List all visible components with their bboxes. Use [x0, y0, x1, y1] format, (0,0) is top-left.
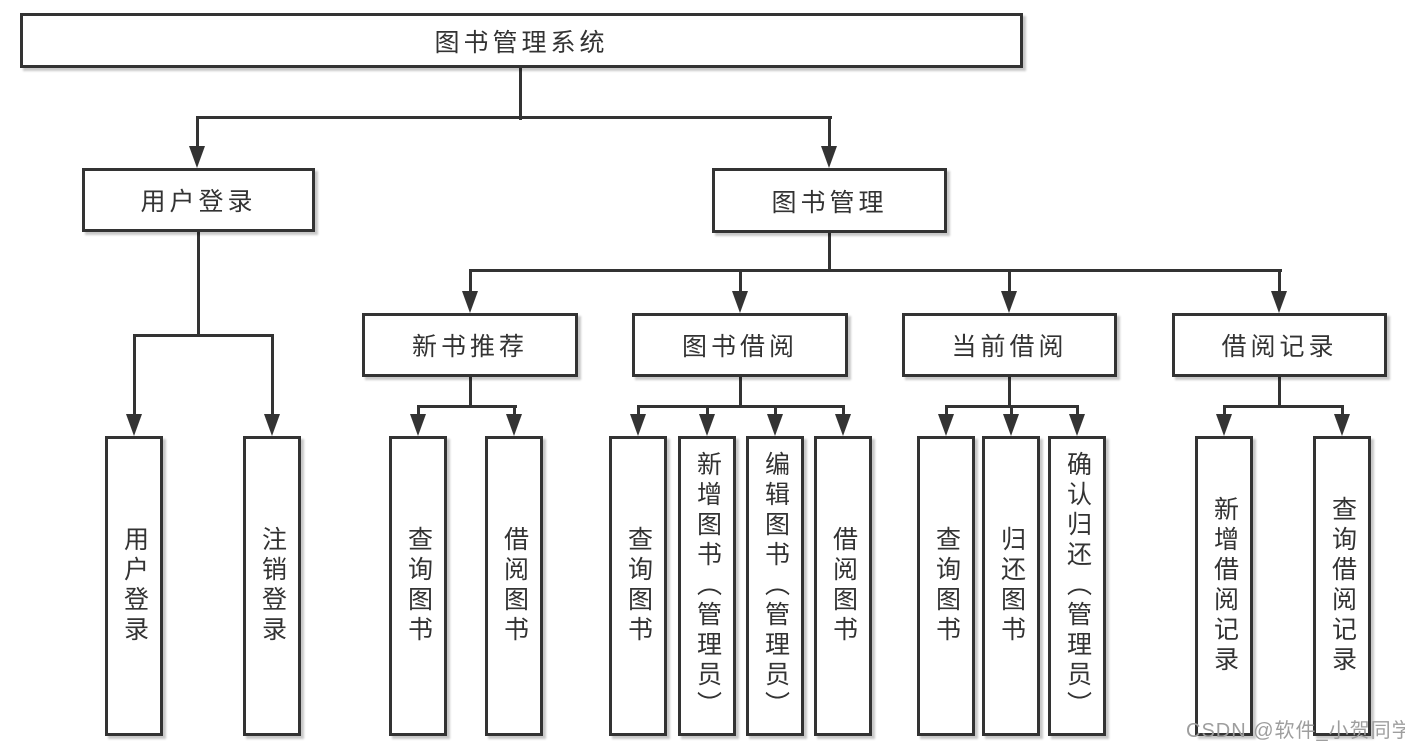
leaf-label: 编辑图书（管理员）	[761, 451, 790, 721]
leaf-label: 注销登录	[258, 526, 287, 646]
node-label: 图书管理系统	[434, 28, 609, 57]
connector-vline	[417, 405, 420, 417]
node-label: 当前借阅	[951, 333, 1068, 361]
arrowhead-down-icon	[264, 414, 280, 436]
arrowhead-down-icon	[835, 414, 851, 436]
connector-vline	[1008, 269, 1011, 293]
node-label: 借阅记录	[1221, 333, 1338, 361]
node-user-login: 用户登录	[82, 168, 315, 232]
connector-vline	[637, 405, 640, 417]
connector-vline	[469, 377, 472, 407]
connector-vline	[828, 233, 831, 271]
connector-vline	[1010, 405, 1013, 417]
arrowhead-down-icon	[1069, 414, 1085, 436]
node-current-borrowing: 当前借阅	[902, 313, 1117, 377]
arrowhead-down-icon	[821, 146, 837, 168]
arrowhead-down-icon	[1216, 414, 1232, 436]
leaf-borrow-edit-book-admin: 编辑图书（管理员）	[746, 436, 804, 736]
leaf-borrow-borrow-book: 借阅图书	[814, 436, 872, 736]
arrowhead-down-icon	[126, 414, 142, 436]
leaf-label: 查询图书	[932, 526, 961, 646]
connector-vline	[828, 116, 831, 148]
node-label: 用户登录	[140, 188, 257, 216]
connector-vline	[945, 405, 948, 417]
connector-vline	[706, 405, 709, 417]
connector-vline	[1278, 269, 1281, 293]
connector-vline	[842, 405, 845, 417]
node-label: 图书管理	[771, 188, 888, 217]
connector-vline	[1223, 405, 1226, 417]
arrowhead-down-icon	[189, 146, 205, 168]
leaf-rec-query-book: 查询图书	[389, 436, 447, 736]
leaf-label: 查询图书	[404, 526, 433, 646]
arrowhead-down-icon	[767, 414, 783, 436]
leaf-borrow-query-book: 查询图书	[609, 436, 667, 736]
connector-vline	[519, 68, 522, 120]
arrowhead-down-icon	[1334, 414, 1350, 436]
connector-vline	[133, 334, 136, 416]
node-book-management: 图书管理	[712, 168, 947, 233]
connector-hline	[469, 269, 1282, 272]
arrowhead-down-icon	[699, 414, 715, 436]
arrowhead-down-icon	[630, 414, 646, 436]
leaf-current-query-book: 查询图书	[917, 436, 975, 736]
leaf-logout-login: 注销登录	[243, 436, 301, 736]
watermark: CSDN @软件_小贺同学	[1186, 720, 1405, 742]
connector-vline	[739, 377, 742, 407]
leaf-label: 新增图书（管理员）	[693, 451, 722, 721]
connector-hline	[1223, 405, 1344, 408]
node-book-borrowing: 图书借阅	[632, 313, 848, 377]
connector-vline	[1341, 405, 1344, 417]
leaf-label: 新增借阅记录	[1210, 496, 1239, 676]
node-library-system: 图书管理系统	[20, 13, 1023, 68]
arrowhead-down-icon	[1271, 291, 1287, 313]
node-new-book-recommend: 新书推荐	[362, 313, 578, 377]
leaf-label: 借阅图书	[500, 526, 529, 646]
node-label: 图书借阅	[681, 333, 798, 361]
connector-vline	[513, 405, 516, 417]
arrowhead-down-icon	[732, 291, 748, 313]
connector-vline	[1008, 377, 1011, 407]
arrowhead-down-icon	[1001, 291, 1017, 313]
connector-hline	[417, 405, 517, 408]
leaf-current-confirm-return-admin: 确认归还（管理员）	[1048, 436, 1106, 736]
connector-vline	[196, 116, 199, 148]
arrowhead-down-icon	[410, 414, 426, 436]
leaf-rec-borrow-book: 借阅图书	[485, 436, 543, 736]
leaf-current-return-book: 归还图书	[982, 436, 1040, 736]
leaf-label: 查询借阅记录	[1328, 496, 1357, 676]
leaf-label: 借阅图书	[829, 526, 858, 646]
arrowhead-down-icon	[506, 414, 522, 436]
arrowhead-down-icon	[938, 414, 954, 436]
connector-vline	[1278, 377, 1281, 407]
connector-vline	[469, 269, 472, 293]
leaf-label: 确认归还（管理员）	[1063, 451, 1092, 721]
node-label: 新书推荐	[411, 333, 528, 361]
leaf-user-login: 用户登录	[105, 436, 163, 736]
arrowhead-down-icon	[1003, 414, 1019, 436]
connector-hline	[196, 116, 832, 119]
connector-vline	[774, 405, 777, 417]
leaf-record-query-record: 查询借阅记录	[1313, 436, 1371, 736]
leaf-record-add-record: 新增借阅记录	[1195, 436, 1253, 736]
leaf-borrow-add-book-admin: 新增图书（管理员）	[678, 436, 736, 736]
leaf-label: 用户登录	[120, 526, 149, 646]
arrowhead-down-icon	[462, 291, 478, 313]
connector-vline	[271, 334, 274, 416]
connector-vline	[197, 232, 200, 336]
leaf-label: 查询图书	[624, 526, 653, 646]
leaf-label: 归还图书	[997, 526, 1026, 646]
connector-vline	[1076, 405, 1079, 417]
connector-vline	[739, 269, 742, 293]
connector-hline	[637, 405, 845, 408]
connector-hline	[133, 334, 274, 337]
node-borrowing-records: 借阅记录	[1172, 313, 1387, 377]
